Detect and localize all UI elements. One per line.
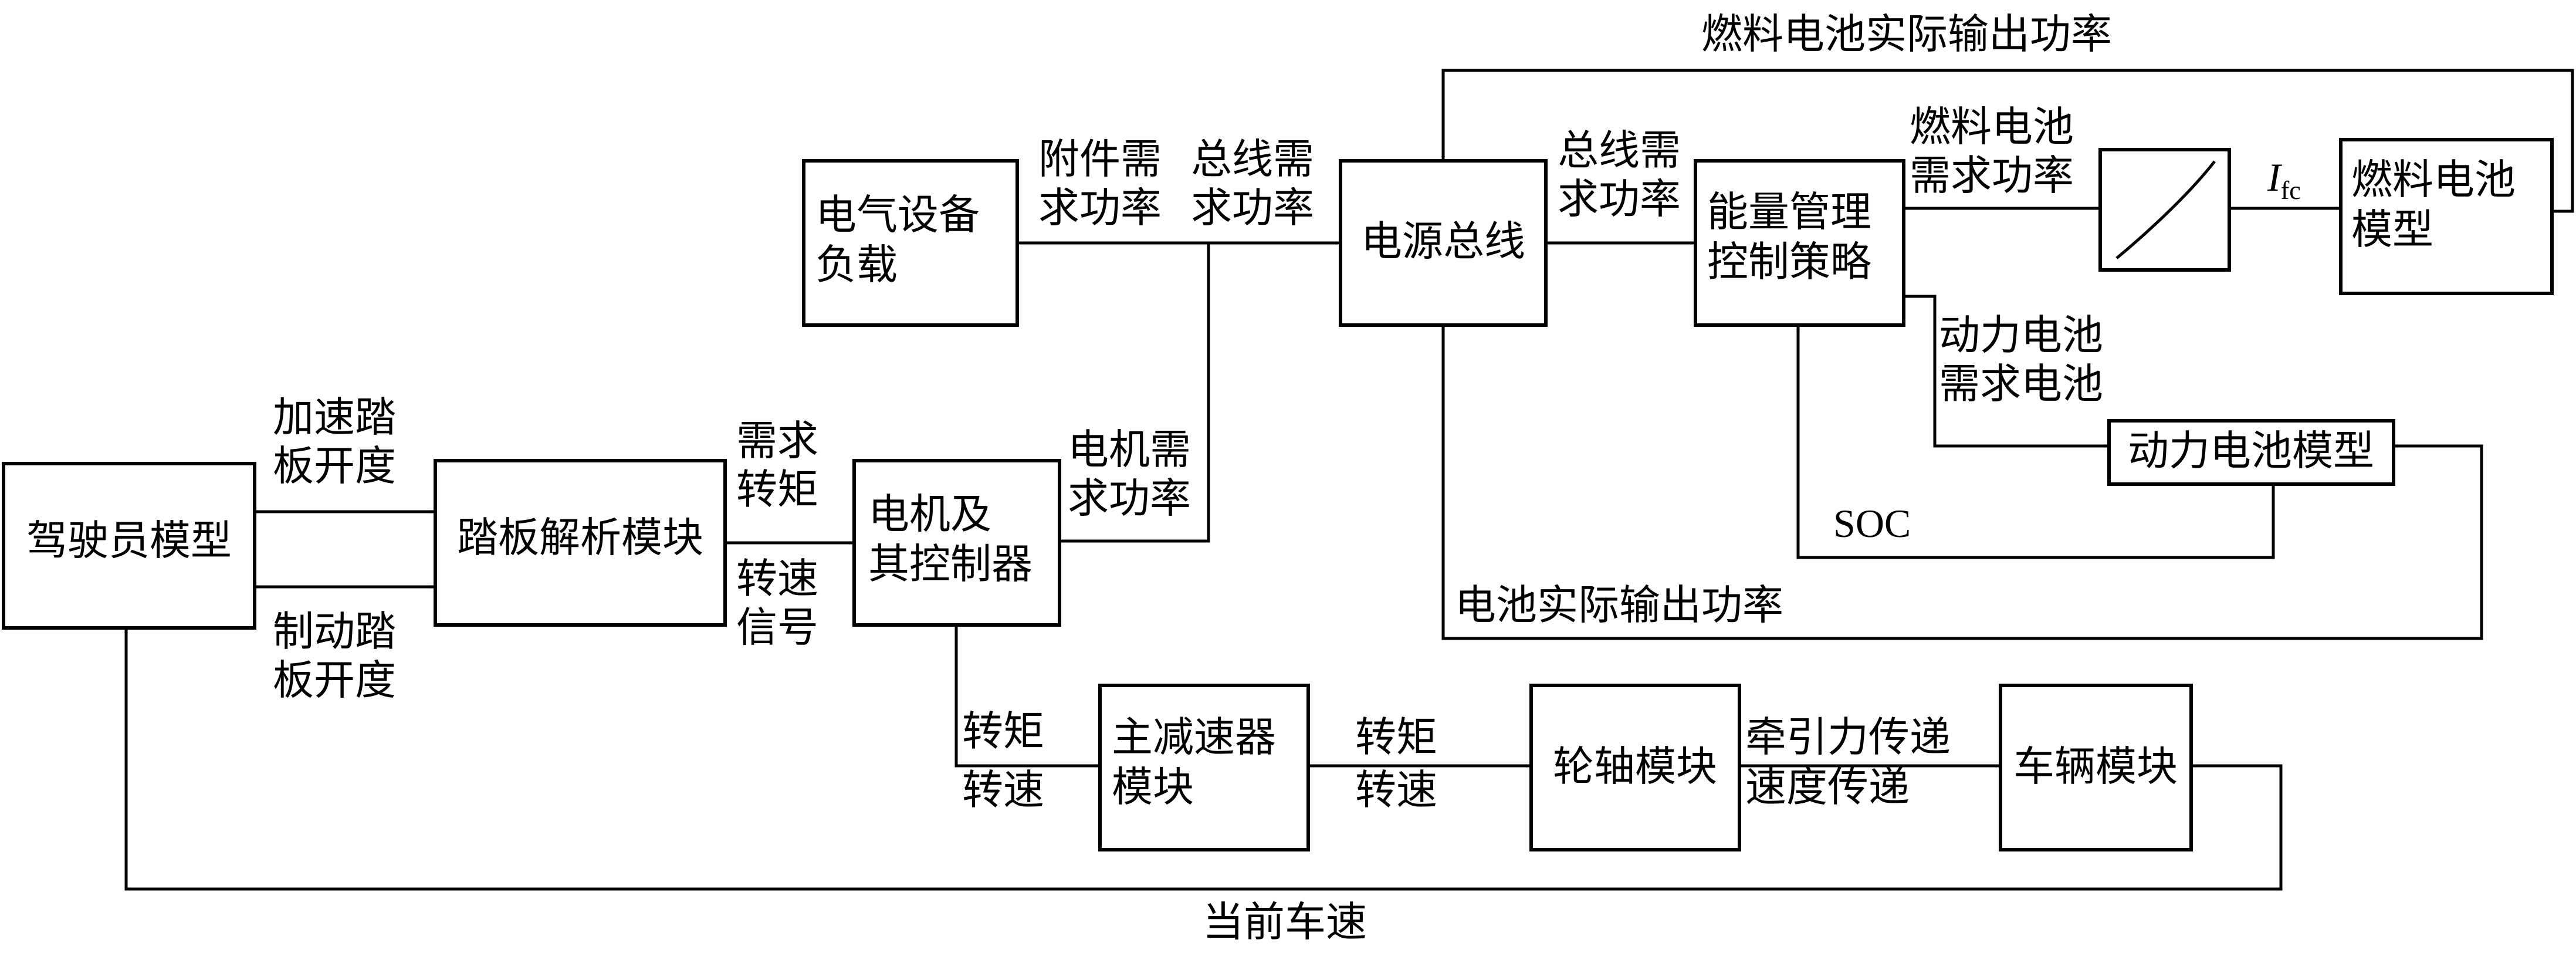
demand-torque-label-2: 转矩 <box>736 465 818 513</box>
battery-model-block <box>2107 419 2395 486</box>
demand-torque-label-1: 需求 <box>736 417 818 465</box>
traction-label-2: 速度传递 <box>1745 763 1910 811</box>
reducer-label-1: 主减速器 <box>1112 713 1276 761</box>
electrical-load-label-1: 电气设备 <box>815 191 980 239</box>
vehicle-label: 车辆模块 <box>2013 742 2178 790</box>
accel-label-2: 板开度 <box>273 442 396 490</box>
batt-demand-label-2: 需求电池 <box>1939 360 2103 408</box>
curve-icon <box>2115 160 2216 259</box>
brake-label-1: 制动踏 <box>273 607 396 655</box>
batt-actual-label: 电池实际输出功率 <box>1455 581 1783 629</box>
torque-speed-label-2a: 转矩 <box>1355 713 1437 761</box>
bus-power-in-label-1: 总线需 <box>1191 135 1314 183</box>
torque-speed-label-1a: 转矩 <box>962 707 1044 755</box>
torque-speed-label-1b: 转速 <box>962 766 1044 814</box>
speed-signal-label-1: 转速 <box>736 555 818 603</box>
torque-speed-label-2b: 转速 <box>1355 766 1437 814</box>
axle-block <box>1529 684 1741 851</box>
fc-actual-feedback <box>1441 69 2574 213</box>
axle-label: 轮轴模块 <box>1553 742 1717 790</box>
batt-actual-feedback <box>1441 326 2483 640</box>
speed-signal-label-2: 信号 <box>736 603 818 651</box>
motor-to-reducer-arrow <box>954 625 1099 768</box>
accessory-power-label-2: 求功率 <box>1038 184 1162 232</box>
ems-to-battery-arrow <box>1904 295 2108 448</box>
reducer-label-2: 模块 <box>1112 763 1194 811</box>
ems-label-1: 能量管理 <box>1707 188 1871 236</box>
current-speed-label: 当前车速 <box>1203 898 1367 946</box>
pedal-parser-block <box>434 459 727 627</box>
motor-controller-block <box>852 459 1061 627</box>
accessory-power-label-1: 附件需 <box>1038 135 1162 183</box>
motor-controller-label-1: 电机及 <box>868 490 991 538</box>
soc-feedback <box>1796 326 2275 559</box>
fc-actual-label: 燃料电池实际输出功率 <box>1701 10 2112 58</box>
power-bus-label: 电源总线 <box>1361 217 1525 265</box>
motor-power-line <box>1059 243 1210 543</box>
ifc-subscript: fc <box>2281 176 2301 205</box>
speed-feedback <box>124 629 2283 891</box>
reducer-block <box>1098 684 1310 851</box>
soc-label: SOC <box>1833 501 1911 546</box>
fuel-cell-model-block <box>2339 138 2554 295</box>
battery-model-label: 动力电池模型 <box>2128 427 2374 475</box>
accel-label-1: 加速踏 <box>273 393 396 441</box>
batt-demand-label-1: 动力电池 <box>1939 311 2103 359</box>
brake-label-2: 板开度 <box>273 656 396 704</box>
bus-power-out-label-1: 总线需 <box>1558 126 1681 174</box>
fc-demand-label-2: 需求功率 <box>1910 151 2074 200</box>
driver-model-label: 驾驶员模型 <box>26 516 232 565</box>
pedal-parser-label: 踏板解析模块 <box>457 513 703 562</box>
motor-controller-label-2: 其控制器 <box>868 540 1033 588</box>
bus-power-in-label-2: 求功率 <box>1191 184 1314 232</box>
driver-model-block <box>2 462 256 630</box>
fuel-cell-label-1: 燃料电池 <box>2351 156 2516 204</box>
ifc-label: Ifc <box>2267 155 2301 205</box>
fc-demand-label-1: 燃料电池 <box>1910 103 2074 151</box>
ems-label-2: 控制策略 <box>1707 238 1871 286</box>
motor-power-label-1: 电机需 <box>1068 425 1191 474</box>
ems-block <box>1694 159 1905 327</box>
electrical-load-label-2: 负载 <box>815 241 898 289</box>
traction-label-1: 牵引力传递 <box>1745 713 1951 761</box>
power-bus-block <box>1339 159 1548 327</box>
vehicle-block <box>1999 684 2193 851</box>
bus-power-out-label-2: 求功率 <box>1558 175 1681 223</box>
motor-power-label-2: 求功率 <box>1068 474 1191 522</box>
fuel-cell-label-2: 模型 <box>2351 205 2433 254</box>
ifc-main: I <box>2267 155 2283 200</box>
